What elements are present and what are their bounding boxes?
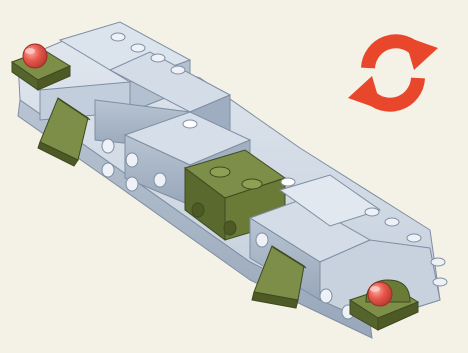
front-red-light	[368, 282, 392, 306]
rear-red-light	[23, 44, 47, 68]
rotate-arrows-icon[interactable]	[338, 18, 448, 128]
